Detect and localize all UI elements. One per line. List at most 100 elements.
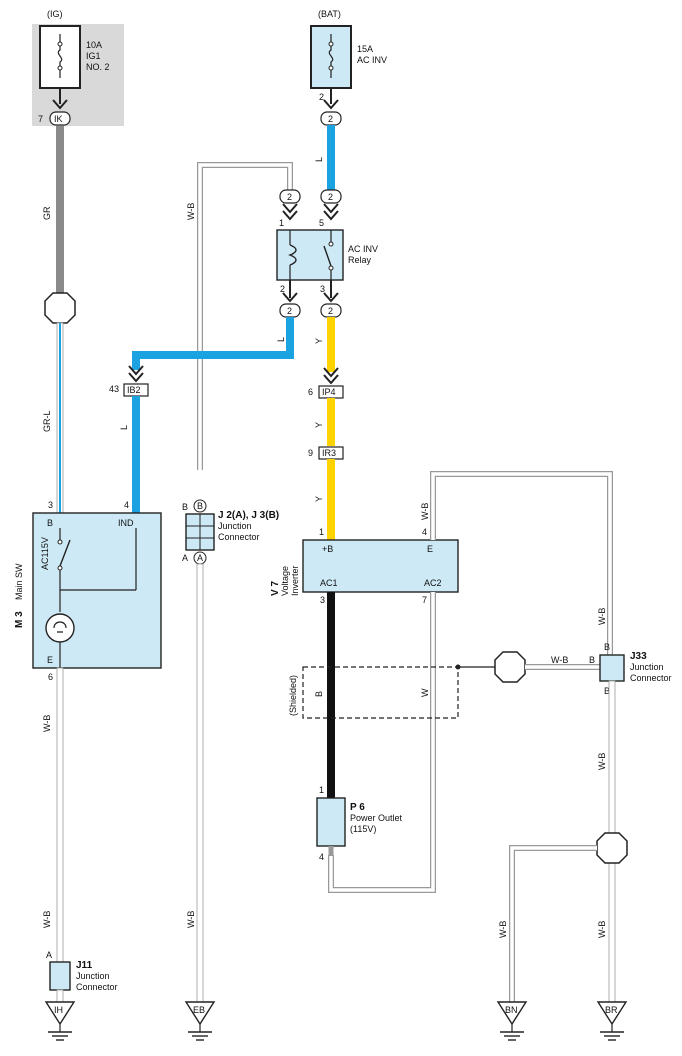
svg-text:2: 2 [287, 306, 292, 316]
wb-wire-inverter-e-label: W-B [420, 503, 430, 520]
ig-fuse-icon [57, 34, 63, 78]
y-wire-relay-ip4 [327, 317, 335, 372]
ip4-pin: 6 [308, 387, 313, 397]
j2-j3-name2: Connector [218, 532, 260, 542]
wb-wire-inverter-e [430, 471, 613, 655]
svg-text:+B: +B [322, 544, 333, 554]
ik-connector [49, 111, 71, 126]
y-wire-ir3-inverter [327, 459, 335, 540]
ig-fuse-pin: 7 [38, 114, 43, 124]
br-splice-point [596, 832, 628, 864]
wb-wire-j2-bottom-label: W-B [186, 911, 196, 928]
wb-wire-j2-bottom [196, 563, 204, 1003]
j33-ref: J33 [630, 651, 647, 662]
ground-bn-icon [496, 1001, 528, 1026]
main-sw-pin-e: 6 [48, 672, 53, 682]
svg-text:AC2: AC2 [424, 578, 442, 588]
ip4-connector-label: IP4 [322, 387, 336, 397]
relay-switch-icon [323, 245, 332, 267]
bat-fuse-pin: 2 [319, 92, 324, 102]
y-wire-label-2: Y [314, 422, 324, 428]
j11-name: Junction [76, 971, 110, 981]
inverter-ref: V 7 [270, 581, 281, 596]
shielded-region [302, 666, 459, 719]
y-wire-ip4-ir3 [327, 398, 335, 446]
inverter-name2: Inverter [290, 565, 300, 596]
svg-text:2: 2 [328, 114, 333, 124]
main-sw-pin-ind: 4 [124, 500, 129, 510]
svg-text:B: B [197, 501, 203, 511]
svg-text:2: 2 [287, 192, 292, 202]
main-sw-switch-icon [59, 539, 71, 567]
j2-j3-name: Junction [218, 521, 252, 531]
gr-l-wire-label: GR-L [42, 410, 52, 432]
ac-inv-relay [276, 229, 344, 281]
w-wire-ac2-outlet [328, 592, 436, 893]
bat-fuse-icon [328, 34, 334, 78]
ground-bn-label: BN [505, 1005, 518, 1015]
ground-br-label: BR [605, 1005, 618, 1015]
wb-wire-right-label-2: W-B [597, 753, 607, 770]
bat-fuse-name: AC INV [357, 55, 387, 65]
wb-wire-j2-top [197, 162, 293, 470]
ir3-connector-label: IR3 [322, 448, 336, 458]
svg-text:AC1: AC1 [320, 578, 338, 588]
svg-text:A: A [197, 553, 203, 563]
splice-point [44, 292, 76, 324]
ground-eb-icon [184, 1001, 216, 1026]
ib2-connector-label: IB2 [127, 385, 141, 395]
svg-text:E: E [47, 655, 53, 665]
y-wire-label-3: Y [314, 496, 324, 502]
wb-wire-shield-label: W-B [551, 655, 568, 665]
j33-name2: Connector [630, 673, 672, 683]
j11-name2: Connector [76, 982, 118, 992]
j33-name: Junction [630, 662, 664, 672]
l-wire-ib2-label: L [119, 425, 129, 430]
wb-wire-j2-label: W-B [186, 203, 196, 220]
relay-name2: Relay [348, 255, 372, 265]
main-sw-name: Main SW [14, 563, 24, 600]
svg-text:A: A [46, 950, 52, 960]
ground-br-icon [596, 1001, 628, 1026]
relay-top-left-connector [279, 189, 301, 204]
gr-wire [56, 126, 64, 294]
main-sw-ref: M 3 [14, 611, 25, 628]
ig-fuse-name2: NO. 2 [86, 62, 110, 72]
svg-text:B: B [604, 642, 610, 652]
outlet-name2: (115V) [350, 824, 376, 834]
svg-text:2: 2 [280, 284, 285, 294]
ig-fuse-terminal-icon [52, 99, 68, 110]
l-wire-bat [327, 125, 335, 191]
j11-ref: J11 [76, 960, 93, 971]
inverter-name: Voltage [280, 566, 290, 596]
relay-top-right-connector [320, 189, 342, 204]
wb-wire-bn [509, 845, 597, 1002]
bat-source-label: (BAT) [318, 9, 341, 19]
l-wire-relay-label: L [276, 337, 286, 342]
ground-ih-label: IH [54, 1005, 63, 1015]
wb-wire-main-sw [56, 667, 64, 964]
svg-text:2: 2 [328, 306, 333, 316]
l-wire-ib2-ind [132, 396, 140, 513]
y-wire-label-1: Y [314, 338, 324, 344]
svg-text:3: 3 [320, 284, 325, 294]
j33-junction-connector [599, 654, 625, 682]
relay-coil-icon [288, 244, 297, 266]
svg-text:IND: IND [118, 518, 134, 528]
svg-text:E: E [427, 544, 433, 554]
wb-wire-right-label-1: W-B [597, 608, 607, 625]
shielded-label: (Shielded) [288, 675, 298, 716]
wb-wire-bn-label: W-B [498, 921, 508, 938]
ib2-pin: 43 [109, 384, 119, 394]
relay-name: AC INV [348, 244, 378, 254]
bat-fuse-rating: 15A [357, 44, 373, 54]
shielded-wire-w: W [420, 688, 430, 697]
svg-text:4: 4 [422, 527, 427, 537]
svg-text:B: B [604, 686, 610, 696]
ground-ih-icon [44, 1001, 76, 1026]
wb-wire-left-label-1: W-B [42, 715, 52, 732]
svg-text:1: 1 [319, 527, 324, 537]
wb-wire-right-label-3: W-B [597, 921, 607, 938]
svg-text:5: 5 [319, 218, 324, 228]
